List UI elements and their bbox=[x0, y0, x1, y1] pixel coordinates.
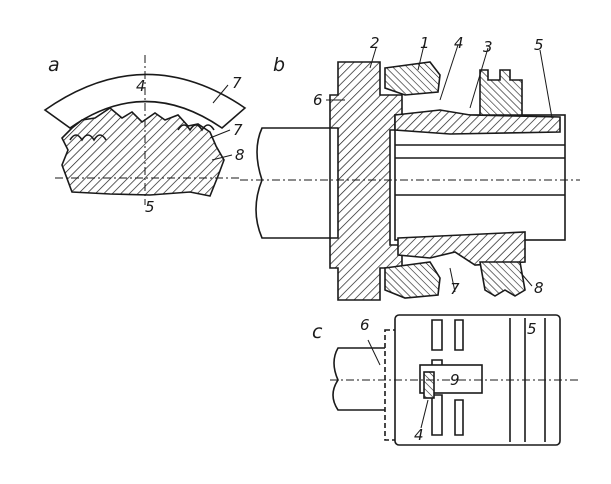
view-b-fork-bottom bbox=[479, 261, 526, 297]
label-b-6: 6 bbox=[313, 91, 323, 109]
label-b-3: 3 bbox=[483, 38, 493, 56]
label-b-7: 7 bbox=[450, 280, 460, 298]
label-a-7-top: 7 bbox=[232, 74, 242, 92]
label-c-6: 6 bbox=[360, 316, 370, 334]
view-c-shaft bbox=[332, 347, 401, 411]
label-b-2: 2 bbox=[370, 34, 380, 52]
view-b-sleeve bbox=[394, 114, 566, 241]
view-b-part-1 bbox=[384, 61, 441, 96]
label-a-7-mid: 7 bbox=[233, 121, 243, 139]
view-a-arc-ring bbox=[43, 73, 247, 130]
view-c-key bbox=[423, 371, 435, 399]
label-b-1: 1 bbox=[420, 34, 430, 52]
label-b-5: 5 bbox=[534, 36, 544, 54]
view-b-hub-left bbox=[329, 61, 403, 301]
view-c-letter: c bbox=[312, 321, 323, 343]
label-c-4: 4 bbox=[414, 426, 424, 444]
label-c-5: 5 bbox=[527, 320, 537, 338]
label-a-5: 5 bbox=[145, 198, 155, 216]
view-a-letter: a bbox=[48, 54, 60, 76]
view-a bbox=[43, 55, 247, 205]
view-b-ring-bottom bbox=[397, 231, 526, 266]
label-b-8: 8 bbox=[534, 279, 544, 297]
view-b-fork-top bbox=[479, 69, 523, 116]
view-b-ring-top bbox=[394, 109, 561, 135]
label-c-9: 9 bbox=[450, 371, 460, 389]
view-b-letter: b bbox=[273, 54, 286, 76]
label-a-8: 8 bbox=[235, 146, 245, 164]
view-a-hub bbox=[61, 107, 225, 197]
label-b-4: 4 bbox=[454, 34, 464, 52]
view-c bbox=[330, 314, 580, 446]
view-a-teeth bbox=[69, 124, 215, 142]
view-b bbox=[240, 44, 580, 301]
view-b-part-bottom bbox=[384, 261, 441, 299]
view-b-shaft bbox=[255, 127, 331, 239]
label-a-4: 4 bbox=[136, 77, 146, 95]
